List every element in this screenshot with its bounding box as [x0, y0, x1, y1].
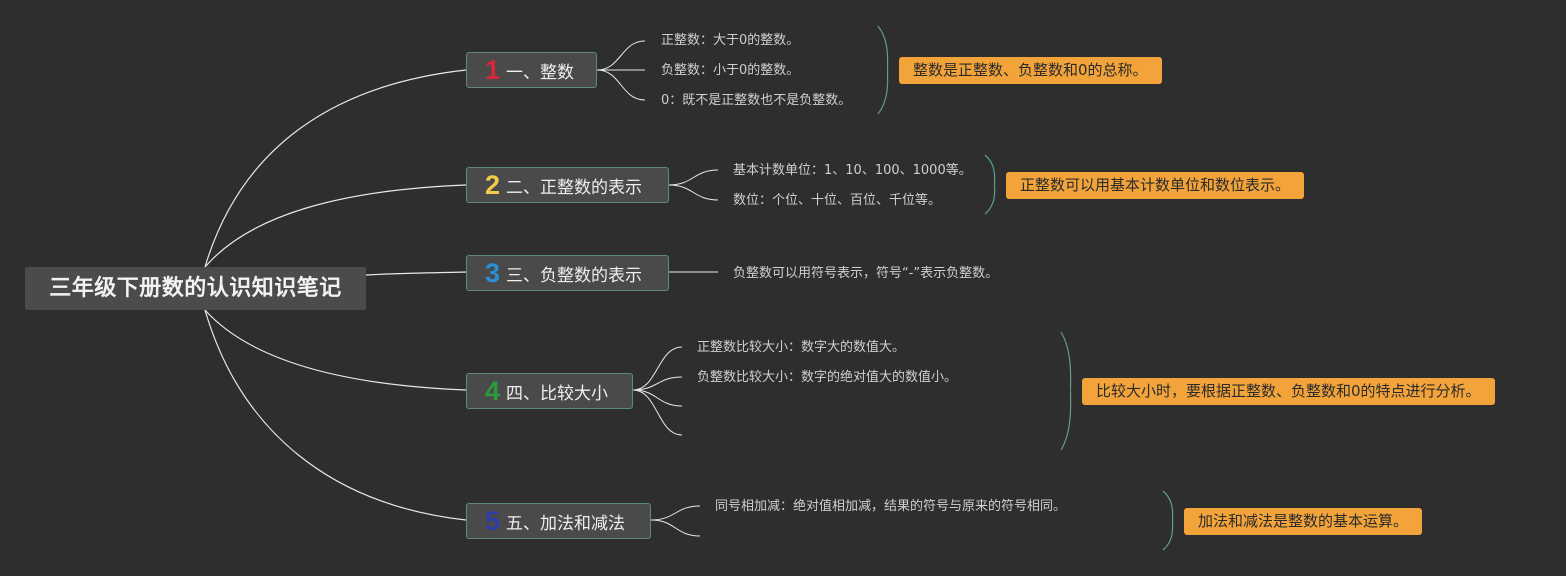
branch-positive-representation[interactable]: 2 二、正整数的表示 [466, 167, 669, 203]
leaf-item[interactable]: 负整数可以用符号表示，符号“-”表示负整数。 [733, 266, 999, 281]
branch-label: 一、整数 [506, 62, 575, 83]
branch-label: 二、正整数的表示 [506, 177, 643, 198]
leaf-item[interactable]: 同号相加减：绝对值相加减，结果的符号与原来的符号相同。 [715, 499, 1067, 514]
leaf-link [632, 346, 683, 391]
leaf-link [650, 519, 701, 537]
branch-label: 三、负整数的表示 [506, 265, 643, 286]
summary-note[interactable]: 整数是正整数、负整数和0的总称。 [899, 57, 1162, 84]
branch-number: 3 [485, 257, 501, 288]
leaf-item[interactable]: 0：既不是正整数也不是负整数。 [661, 93, 852, 108]
leaf-link [650, 505, 701, 521]
leaf-link [632, 389, 683, 436]
root-link [204, 309, 467, 391]
root-link [365, 271, 467, 276]
leaf-link [596, 40, 646, 71]
summary-brace [1162, 490, 1174, 551]
branch-negative-representation[interactable]: 3 三、负整数的表示 [466, 255, 669, 291]
branch-integers[interactable]: 1 一、整数 [466, 52, 597, 88]
branch-label: 四、比较大小 [506, 383, 609, 404]
leaf-link [668, 169, 719, 186]
leaf-link [632, 376, 683, 391]
leaf-item[interactable]: 基本计数单位：1、10、100、1000等。 [733, 163, 972, 178]
root-link [204, 309, 467, 521]
branch-number: 5 [485, 505, 501, 536]
leaf-item[interactable]: 正整数：大于0的整数。 [661, 33, 800, 48]
summary-brace [984, 154, 996, 215]
summary-brace [877, 25, 889, 115]
summary-note[interactable]: 正整数可以用基本计数单位和数位表示。 [1006, 172, 1305, 199]
branch-number: 2 [485, 169, 501, 200]
leaf-link [668, 184, 719, 201]
leaf-link [632, 389, 683, 407]
leaf-item[interactable]: 数位：个位、十位、百位、千位等。 [733, 193, 942, 208]
leaf-item[interactable]: 正整数比较大小：数字大的数值大。 [697, 340, 906, 355]
leaf-link [596, 69, 646, 101]
leaf-item[interactable]: 负整数比较大小：数字的绝对值大的数值小。 [697, 370, 958, 385]
summary-note[interactable]: 比较大小时，要根据正整数、负整数和0的特点进行分析。 [1082, 378, 1495, 405]
branch-number: 1 [485, 54, 501, 85]
branch-label: 五、加法和减法 [506, 513, 626, 534]
branch-number: 4 [485, 375, 501, 406]
root-link [204, 69, 467, 268]
summary-brace [1060, 331, 1072, 451]
branch-comparison[interactable]: 4 四、比较大小 [466, 373, 633, 409]
root-link [204, 184, 467, 268]
leaf-item[interactable]: 负整数：小于0的整数。 [661, 63, 800, 78]
root-topic[interactable]: 三年级下册数的认识知识笔记 [25, 267, 366, 310]
branch-addition-subtraction[interactable]: 5 五、加法和减法 [466, 503, 651, 539]
summary-note[interactable]: 加法和减法是整数的基本运算。 [1184, 508, 1423, 535]
